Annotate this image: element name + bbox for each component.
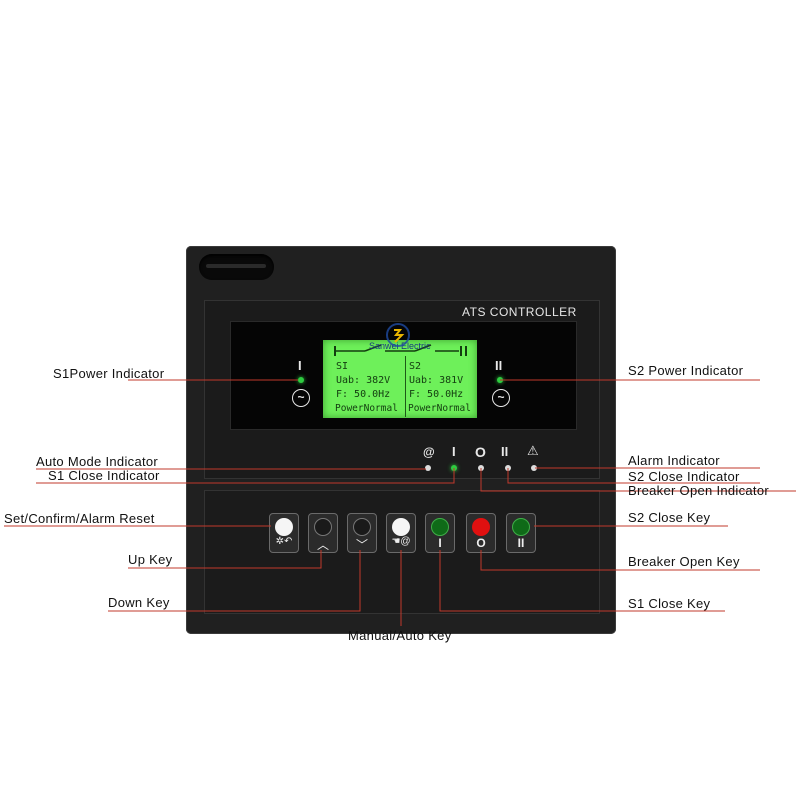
label-down-key: Down Key	[108, 595, 170, 610]
s1-key-icon: I	[438, 536, 442, 550]
label-s2-close-indicator: S2 Close Indicator	[628, 469, 740, 484]
manual-auto-key-cap	[392, 518, 410, 536]
label-manual-auto-key: Manual/Auto Key	[348, 628, 452, 643]
lcd-divider	[405, 356, 406, 417]
s1-ac-icon: ~	[292, 389, 310, 407]
lcd-s2-status: PowerNormal	[408, 403, 471, 414]
set-reset-icon: ✲↶	[275, 536, 293, 547]
lcd-s1-voltage: Uab: 382V	[336, 375, 391, 386]
down-key-cap	[353, 518, 371, 536]
s1-power-led	[298, 377, 304, 383]
s2-ac-icon: ~	[492, 389, 510, 407]
label-auto-mode-indicator: Auto Mode Indicator	[36, 454, 159, 469]
manual-auto-key[interactable]: ☚@	[386, 513, 416, 553]
s2-close-icon: II	[501, 444, 509, 459]
set-confirm-key[interactable]: ✲↶	[269, 513, 299, 553]
lcd-s1-frequency: F: 50.0Hz	[336, 389, 391, 400]
s2-close-key-cap	[512, 518, 530, 536]
label-s1-close-indicator: S1 Close Indicator	[48, 468, 160, 483]
auto-mode-led	[425, 465, 431, 471]
s2-key-icon: II	[517, 536, 525, 550]
lcd-s1-status: PowerNormal	[335, 403, 398, 414]
lcd-switch-diagram	[334, 344, 467, 356]
controller-title: ATS CONTROLLER	[462, 305, 577, 319]
s1-close-icon: I	[452, 444, 456, 459]
open-key-icon: O	[476, 536, 486, 550]
breaker-open-key[interactable]: O	[466, 513, 496, 553]
label-s2-power-indicator: S2 Power Indicator	[628, 363, 744, 378]
vent-slot-highlight	[206, 264, 266, 268]
chevron-down-icon: ﹀	[355, 538, 368, 552]
lcd-s1-name: SI	[336, 361, 349, 372]
lcd-s2-frequency: F: 50.0Hz	[409, 389, 464, 400]
s2-close-key[interactable]: II	[506, 513, 536, 553]
label-up-key: Up Key	[128, 552, 173, 567]
label-s1-power-indicator: S1Power Indicator	[53, 366, 165, 381]
s1-symbol: I	[298, 358, 302, 373]
up-key-cap	[314, 518, 332, 536]
breaker-open-key-cap	[472, 518, 490, 536]
label-breaker-open-key: Breaker Open Key	[628, 554, 740, 569]
s2-symbol: II	[495, 358, 503, 373]
lcd-screen	[323, 340, 477, 418]
hand-auto-icon: ☚@	[391, 536, 411, 547]
label-s1-close-key: S1 Close Key	[628, 596, 711, 611]
auto-mode-icon: @	[423, 445, 435, 459]
up-key[interactable]: ︿	[308, 513, 338, 553]
watermark-logo	[386, 323, 410, 347]
down-key[interactable]: ﹀	[347, 513, 377, 553]
chevron-up-icon: ︿	[316, 538, 329, 552]
lcd-s2-name: S2	[409, 361, 422, 372]
set-key-cap	[275, 518, 293, 536]
alarm-icon: ⚠	[527, 443, 539, 458]
alarm-led	[531, 465, 537, 471]
label-set-confirm-key: Set/Confirm/Alarm Reset	[4, 511, 155, 526]
lcd-s2-voltage: Uab: 381V	[409, 375, 464, 386]
label-alarm-indicator: Alarm Indicator	[628, 453, 720, 468]
s1-close-key-cap	[431, 518, 449, 536]
label-s2-close-key: S2 Close Key	[628, 510, 711, 525]
s1-close-key[interactable]: I	[425, 513, 455, 553]
label-breaker-open-indicator: Breaker Open Indicator	[628, 483, 770, 498]
breaker-open-icon: O	[475, 444, 486, 460]
